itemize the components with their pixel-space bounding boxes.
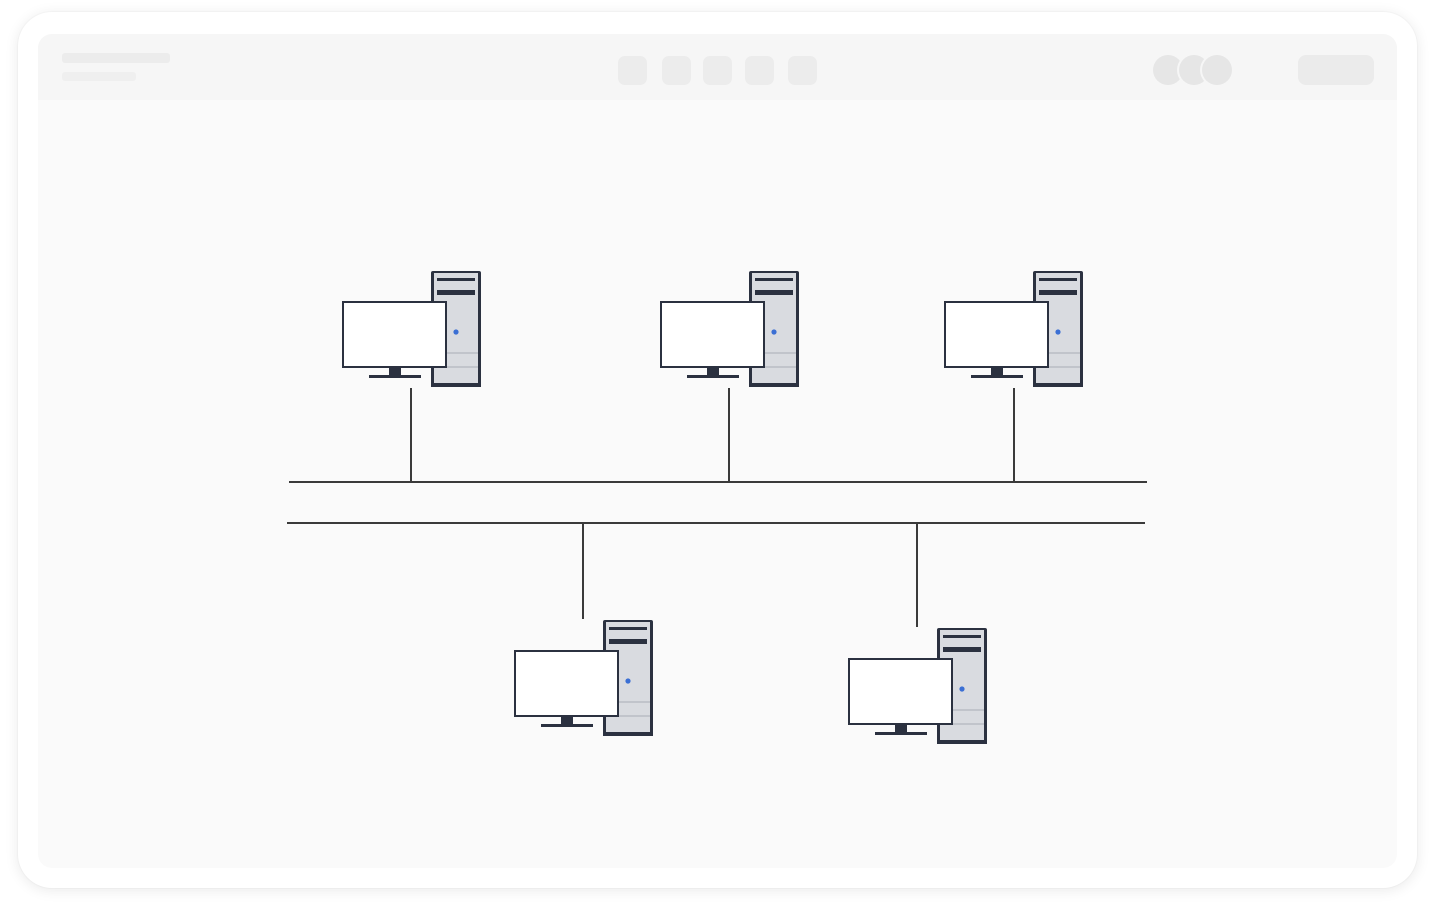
power-led-icon	[625, 678, 631, 684]
network-nodes	[342, 270, 1084, 745]
toolbar-button-5[interactable]	[788, 56, 817, 85]
desktop-computer-icon[interactable]	[514, 619, 654, 737]
avatar-3[interactable]	[1202, 55, 1232, 85]
title-placeholder	[62, 53, 170, 63]
desktop-computer-icon[interactable]	[660, 270, 800, 388]
network-links	[287, 388, 1147, 627]
desktop-computer-icon[interactable]	[342, 270, 482, 388]
share-button[interactable]	[1298, 55, 1374, 85]
toolbar	[38, 34, 1397, 100]
power-led-icon	[771, 329, 777, 335]
toolbar-button-3[interactable]	[703, 56, 732, 85]
avatar-1[interactable]	[1153, 55, 1183, 85]
power-led-icon	[959, 686, 965, 692]
subtitle-placeholder	[62, 72, 136, 81]
desktop-computer-icon[interactable]	[848, 627, 988, 745]
power-led-icon	[453, 329, 459, 335]
app-window	[18, 12, 1417, 888]
toolbar-button-2[interactable]	[662, 56, 691, 85]
toolbar-button-4[interactable]	[745, 56, 774, 85]
power-led-icon	[1055, 329, 1061, 335]
canvas-area	[38, 34, 1397, 868]
toolbar-button-1[interactable]	[618, 56, 647, 85]
desktop-computer-icon[interactable]	[944, 270, 1084, 388]
